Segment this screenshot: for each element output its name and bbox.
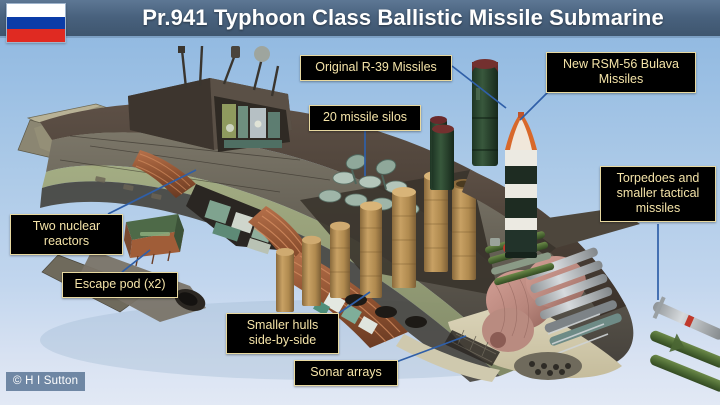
r39-missile-small <box>432 124 454 190</box>
escape-pod-detail <box>124 214 184 267</box>
callout-new-rsm56-bulava-missiles: New RSM-56 Bulava Missiles <box>546 52 696 93</box>
page-title: Pr.941 Typhoon Class Ballistic Missile S… <box>142 5 664 30</box>
title-bar: Pr.941 Typhoon Class Ballistic Missile S… <box>0 0 720 38</box>
sail-interior <box>222 104 282 148</box>
callout-original-r39-missiles: Original R-39 Missiles <box>300 55 452 81</box>
callout-escape-pod: Escape pod (x2) <box>62 272 178 298</box>
callout-torpedoes-and-smaller-tactical-missiles: Torpedoes and smaller tactical missiles <box>600 166 716 222</box>
bulava-missile <box>505 112 537 258</box>
flag-stripe-blue <box>7 16 65 30</box>
callout-20-missile-silos: 20 missile silos <box>309 105 421 131</box>
callout-two-nuclear-reactors: Two nuclear reactors <box>10 214 123 255</box>
bow-sonar-array <box>514 352 582 380</box>
r39-missile-large <box>472 59 498 166</box>
bow-section <box>444 170 640 380</box>
callout-sonar-arrays: Sonar arrays <box>294 360 398 386</box>
callout-smaller-hulls-side-by-side: Smaller hulls side-by-side <box>226 313 339 354</box>
flag-stripe-red <box>7 29 65 42</box>
russian-flag <box>6 3 66 43</box>
flag-stripe-white <box>7 4 65 17</box>
credit-watermark: © H I Sutton <box>6 372 86 391</box>
external-weapons-samples <box>650 296 720 392</box>
open-silo-hatches <box>345 154 397 190</box>
